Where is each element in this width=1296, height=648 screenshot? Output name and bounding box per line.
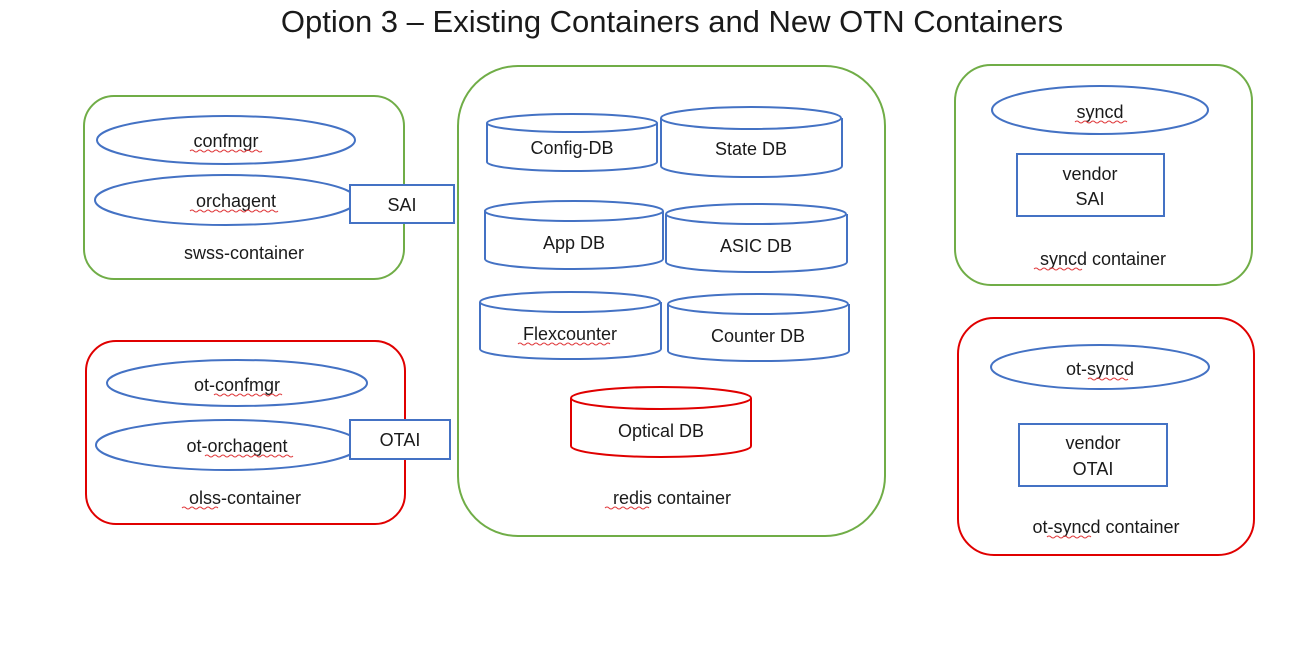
state-db-label: State DB <box>715 139 787 159</box>
ot-syncd-process-ellipse <box>990 344 1210 390</box>
swss-container-label: swss-container <box>184 243 304 263</box>
otai-interface-box <box>349 419 451 460</box>
orchagent-label: orchagent <box>196 191 276 211</box>
app-db-cylinder: App DB <box>484 200 664 270</box>
config-db-cylinder: Config-DB <box>486 113 658 172</box>
diagram-title: Option 3 – Existing Containers and New O… <box>281 4 1063 39</box>
redis-container-label: redis container <box>613 488 731 508</box>
state-db-cylinder: State DB <box>660 106 843 179</box>
ot-orchagent-label: ot-orchagent <box>186 436 287 456</box>
app-db-label: App DB <box>543 233 605 253</box>
vendor-sai-line-2: SAI <box>1075 189 1104 209</box>
ot-syncd-label-spellcheck-mark <box>1046 535 1092 539</box>
vendor-sai-line-1: vendor <box>1062 164 1117 184</box>
redis-spellcheck-mark <box>604 506 650 510</box>
syncd-spellcheck-mark <box>1074 120 1128 124</box>
flexcounter-cylinder: Flexcounter <box>479 291 662 361</box>
syncd-process-label: syncd <box>1076 102 1123 122</box>
ot-syncd-container-border <box>957 317 1255 556</box>
syncd-label-spellcheck-mark <box>1033 267 1083 271</box>
redis-container: Config-DB State DB App DB ASIC DB Flexco… <box>457 65 886 537</box>
ot-confmgr-spellcheck-mark <box>213 393 283 397</box>
orchagent-spellcheck-mark <box>189 209 279 213</box>
ot-confmgr-process-ellipse <box>106 359 368 407</box>
counter-db-label: Counter DB <box>711 326 805 346</box>
asic-db-cylinder: ASIC DB <box>665 203 848 274</box>
vendor-otai-line-2: OTAI <box>1073 459 1114 479</box>
asic-db-label: ASIC DB <box>720 236 792 256</box>
config-db-label: Config-DB <box>530 138 613 158</box>
confmgr-spellcheck-mark <box>189 149 263 153</box>
counter-db-cylinder: Counter DB <box>667 293 850 363</box>
sai-interface-label: SAI <box>387 195 416 215</box>
syncd-container-border <box>954 64 1253 286</box>
ot-syncd-container-label: ot-syncd container <box>1032 517 1179 537</box>
syncd-process-ellipse <box>991 85 1209 135</box>
olss-container: ot-confmgr ot-orchagent OTAI olss-contai… <box>85 340 451 525</box>
olss-spellcheck-mark <box>181 506 219 510</box>
syncd-container: syncd vendor SAI syncd container <box>954 64 1253 286</box>
optical-db-label: Optical DB <box>618 421 704 441</box>
syncd-container-label: syncd container <box>1040 249 1166 269</box>
vendor-sai-box <box>1016 153 1165 217</box>
optical-db-cylinder: Optical DB <box>570 386 752 458</box>
olss-container-label: olss-container <box>189 488 301 508</box>
vendor-otai-box <box>1018 423 1168 487</box>
ot-confmgr-label: ot-confmgr <box>194 375 280 395</box>
flexcounter-spellcheck-mark <box>517 342 611 346</box>
sai-interface-box <box>349 184 455 224</box>
flexcounter-label: Flexcounter <box>523 324 617 344</box>
confmgr-label: confmgr <box>193 131 258 151</box>
ot-orchagent-spellcheck-mark <box>204 454 294 458</box>
ot-syncd-spellcheck-mark <box>1087 377 1129 381</box>
ot-syncd-container: ot-syncd vendor OTAI ot-syncd container <box>957 317 1255 556</box>
vendor-otai-line-1: vendor <box>1065 433 1120 453</box>
swss-container: confmgr orchagent SAI swss-container <box>83 95 455 280</box>
confmgr-process-ellipse <box>96 115 356 165</box>
redis-container-border <box>457 65 886 537</box>
ot-syncd-process-label: ot-syncd <box>1066 359 1134 379</box>
otai-interface-label: OTAI <box>380 430 421 450</box>
